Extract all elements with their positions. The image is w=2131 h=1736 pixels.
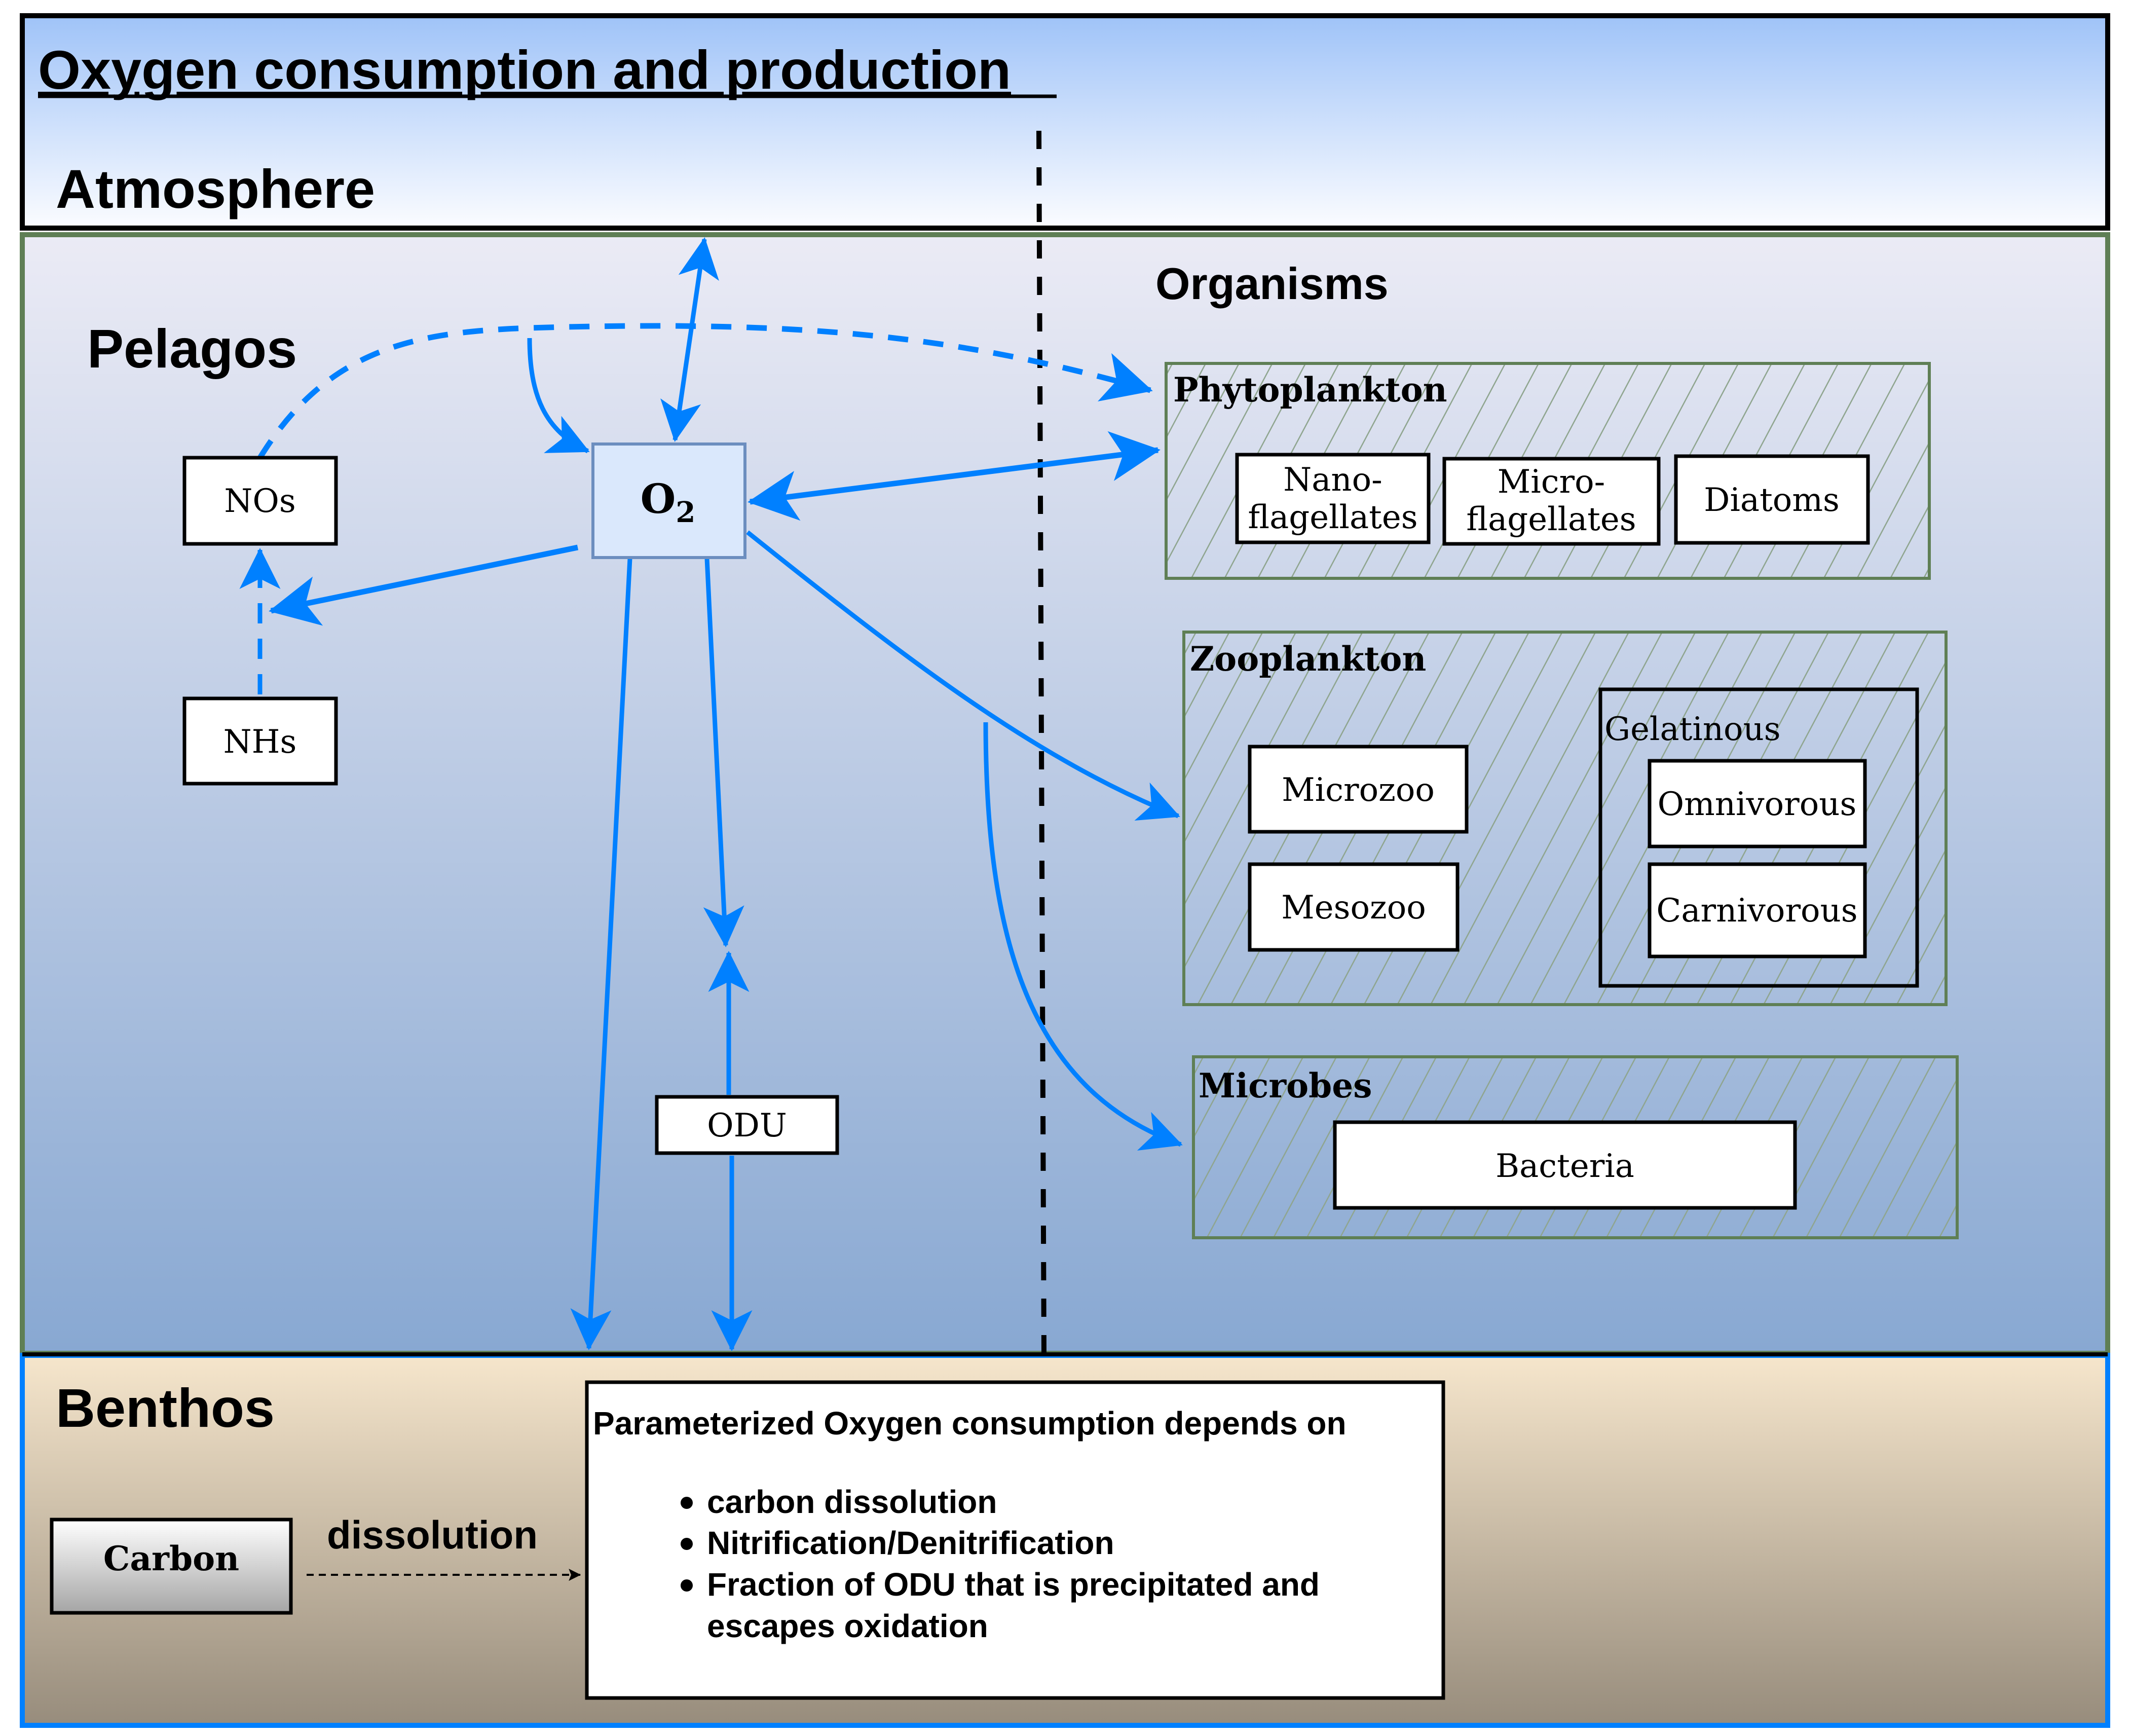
carbon-box[interactable]: Carbon bbox=[50, 1518, 293, 1615]
info-bullet-3-cont: escapes oxidation bbox=[707, 1608, 988, 1644]
atmosphere-label: Atmosphere bbox=[56, 158, 375, 219]
diagram-title: Oxygen consumption and production bbox=[38, 39, 1011, 100]
carnivorous-label: Carnivorous bbox=[1656, 892, 1857, 930]
info-bullet-3: Fraction of ODU that is precipitated and bbox=[707, 1566, 1320, 1603]
arrow-arc-o2[interactable] bbox=[527, 338, 590, 454]
nhs-box[interactable]: NHs bbox=[182, 696, 338, 786]
atmosphere-region bbox=[20, 13, 2110, 231]
info-bullet-1: carbon dissolution bbox=[707, 1484, 997, 1520]
gelatinous-label: Gelatinous bbox=[1604, 711, 1781, 748]
arrow-nos-phytoplankton-dashed[interactable] bbox=[257, 323, 1153, 459]
bullet-dot bbox=[681, 1579, 693, 1592]
info-heading: Parameterized Oxygen consumption depends… bbox=[593, 1405, 1347, 1442]
arrow-o2-nitrification[interactable] bbox=[269, 544, 579, 626]
odu-box[interactable]: ODU bbox=[655, 1095, 839, 1155]
microflagellates-line2: flagellates bbox=[1466, 501, 1636, 538]
zooplankton-group: Zooplankton Microzoo Mesozoo Gelatinous … bbox=[1182, 631, 1948, 1006]
mesozoo-label: Mesozoo bbox=[1281, 889, 1426, 927]
bullet-dot bbox=[681, 1538, 693, 1550]
omnivorous-label: Omnivorous bbox=[1658, 786, 1857, 823]
nanoflagellates-line2: flagellates bbox=[1248, 499, 1417, 536]
arrow-o2-odu-meet[interactable] bbox=[703, 558, 744, 948]
organisms-label: Organisms bbox=[1155, 258, 1389, 309]
nanoflagellates-line1: Nano- bbox=[1283, 461, 1382, 499]
flow-arrows bbox=[239, 237, 1183, 1352]
microzoo-label: Microzoo bbox=[1282, 771, 1435, 809]
microbes-group: Microbes Bacteria bbox=[1192, 1055, 1959, 1239]
microzoo-box[interactable]: Microzoo bbox=[1248, 745, 1469, 834]
pelagos-label: Pelagos bbox=[87, 318, 297, 379]
microflagellates-line1: Micro- bbox=[1498, 463, 1605, 501]
nos-label: NOs bbox=[224, 483, 295, 520]
info-bullet-2: Nitrification/Denitrification bbox=[707, 1525, 1114, 1561]
o2-label: O2 bbox=[641, 475, 696, 529]
nos-box[interactable]: NOs bbox=[182, 456, 338, 546]
o2-box[interactable]: O2 bbox=[591, 442, 746, 559]
phytoplankton-group: Phytoplankton Nano- flagellates Micro- f… bbox=[1165, 362, 1931, 580]
nanoflagellates-box[interactable]: Nano- flagellates bbox=[1235, 453, 1431, 544]
arrow-o2-zooplankton[interactable] bbox=[746, 530, 1180, 821]
omnivorous-box[interactable]: Omnivorous bbox=[1648, 759, 1867, 848]
arrow-atmosphere-o2[interactable] bbox=[660, 237, 719, 442]
info-box: Parameterized Oxygen consumption depends… bbox=[585, 1380, 1445, 1700]
bullet-dot bbox=[681, 1497, 693, 1509]
nhs-label: NHs bbox=[223, 723, 297, 761]
bacteria-label: Bacteria bbox=[1496, 1148, 1634, 1185]
dissolution-label: dissolution bbox=[327, 1512, 538, 1557]
carbon-label: Carbon bbox=[103, 1539, 239, 1578]
microflagellates-box[interactable]: Micro- flagellates bbox=[1442, 457, 1661, 546]
o2-main: O bbox=[641, 475, 676, 523]
carnivorous-box[interactable]: Carnivorous bbox=[1648, 862, 1867, 958]
phytoplankton-label: Phytoplankton bbox=[1173, 370, 1447, 410]
bacteria-box[interactable]: Bacteria bbox=[1333, 1120, 1797, 1210]
o2-subscript: 2 bbox=[676, 496, 695, 529]
gelatinous-group: Gelatinous Omnivorous Carnivorous bbox=[1598, 687, 1919, 988]
arrow-o2-phytoplankton[interactable] bbox=[747, 431, 1161, 521]
odu-label: ODU bbox=[707, 1107, 787, 1144]
diatoms-box[interactable]: Diatoms bbox=[1674, 454, 1870, 545]
mesozoo-box[interactable]: Mesozoo bbox=[1248, 862, 1460, 952]
zooplankton-label: Zooplankton bbox=[1190, 639, 1426, 679]
benthos-label: Benthos bbox=[56, 1377, 275, 1438]
microbes-label: Microbes bbox=[1199, 1066, 1372, 1105]
arrow-o2-benthos[interactable] bbox=[570, 558, 632, 1351]
diatoms-label: Diatoms bbox=[1704, 482, 1840, 519]
arrow-microbes[interactable] bbox=[983, 722, 1183, 1151]
